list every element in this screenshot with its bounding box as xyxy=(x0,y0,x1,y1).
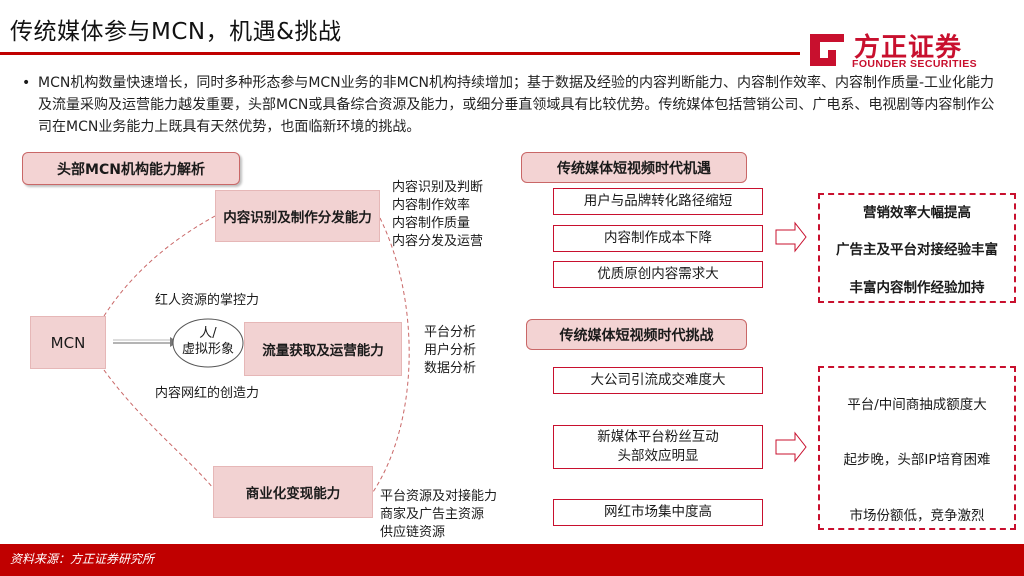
title-divider xyxy=(0,52,800,55)
mcn-capability-header: 头部MCN机构能力解析 xyxy=(22,152,240,185)
link-label-top: 红人资源的掌控力 xyxy=(155,293,260,308)
opportunity-result: 丰富内容制作经验加持 xyxy=(849,280,985,296)
detail-item: 商家及广告主资源 xyxy=(380,507,485,522)
capability-commercial: 商业化变现能力 xyxy=(213,466,373,518)
opportunity-header: 传统媒体短视频时代机遇 xyxy=(521,152,747,183)
opportunity-result: 广告主及平台对接经验丰富 xyxy=(836,242,998,258)
detail-item: 内容制作效率 xyxy=(392,198,471,213)
opportunity-result: 营销效率大幅提高 xyxy=(863,205,971,221)
mcn-node: MCN xyxy=(30,316,106,369)
detail-item: 供应链资源 xyxy=(380,525,446,540)
challenge-header: 传统媒体短视频时代挑战 xyxy=(526,319,747,350)
source-note: 资料来源：方正证券研究所 xyxy=(10,552,155,566)
opportunity-result-box xyxy=(818,193,1016,303)
opportunity-item: 用户与品牌转化路径缩短 xyxy=(553,188,763,215)
challenge-item: 网红市场集中度高 xyxy=(553,499,763,526)
opportunity-item: 优质原创内容需求大 xyxy=(553,261,763,288)
persona-node: 人/ 虚拟形象 xyxy=(181,326,234,357)
detail-item: 数据分析 xyxy=(424,361,477,376)
detail-item: 平台资源及对接能力 xyxy=(380,489,498,504)
challenge-item: 新媒体平台粉丝互动 头部效应明显 xyxy=(553,425,763,469)
capability-traffic: 流量获取及运营能力 xyxy=(244,322,402,376)
opportunity-item: 内容制作成本下降 xyxy=(553,225,763,252)
logo-name-cn: 方正证券 xyxy=(854,33,963,63)
challenge-result: 起步晚，头部IP培育困难 xyxy=(843,452,991,468)
detail-item: 用户分析 xyxy=(424,343,477,358)
challenge-item: 大公司引流成交难度大 xyxy=(553,367,763,394)
link-label-bottom: 内容网红的创造力 xyxy=(155,386,260,401)
founder-logo-icon xyxy=(810,34,844,66)
challenge-result-box xyxy=(818,366,1016,530)
logo-name-en: FOUNDER SECURITIES xyxy=(852,58,978,70)
challenge-result: 平台/中间商抽成额度大 xyxy=(847,397,987,413)
challenge-result: 市场份额低，竞争激烈 xyxy=(849,508,985,524)
intro-paragraph: MCN机构数量快速增长，同时多种形态参与MCN业务的非MCN机构持续增加；基于数… xyxy=(38,75,995,135)
bullet-icon: • xyxy=(22,75,31,91)
detail-item: 内容分发及运营 xyxy=(392,234,484,249)
detail-item: 平台分析 xyxy=(424,325,477,340)
detail-item: 内容制作质量 xyxy=(392,216,471,231)
detail-item: 内容识别及判断 xyxy=(392,180,484,195)
page-title: 传统媒体参与MCN，机遇&挑战 xyxy=(10,19,342,45)
footer-bar xyxy=(0,544,1024,576)
capability-content: 内容识别及制作分发能力 xyxy=(215,190,380,242)
